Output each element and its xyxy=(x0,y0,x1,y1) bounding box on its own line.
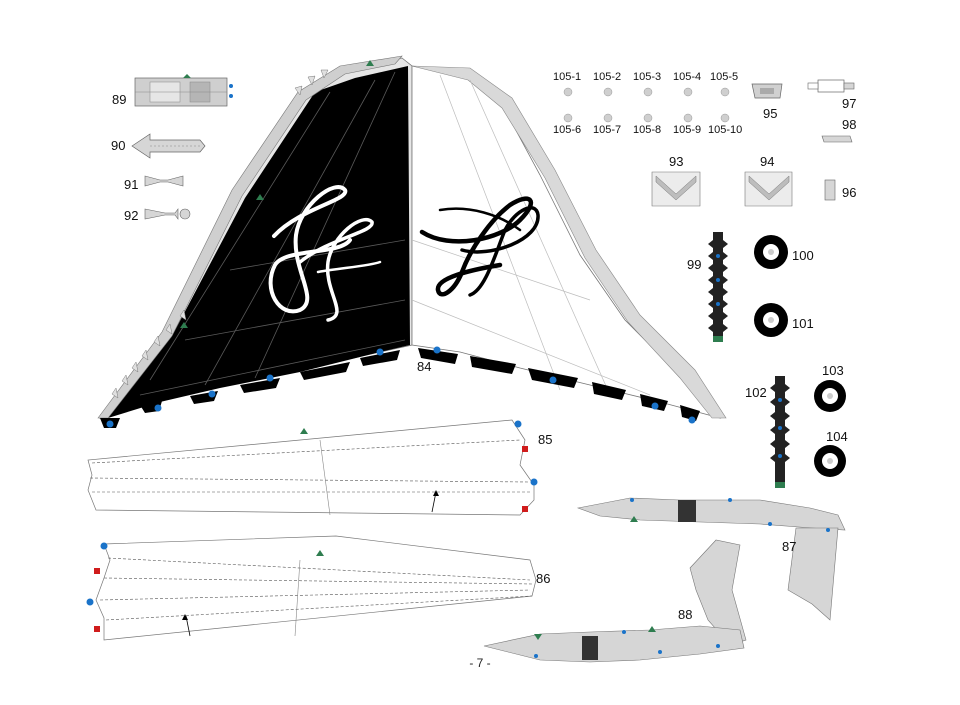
part-85 xyxy=(87,419,538,516)
tail-right-edge xyxy=(411,65,727,419)
label-part-105-1: 105-1 xyxy=(553,71,582,83)
label-part-87: 87 xyxy=(782,539,797,554)
label-part-105-4: 105-4 xyxy=(673,71,702,83)
label-part-88: 88 xyxy=(678,607,693,622)
label-part-99: 99 xyxy=(687,257,702,272)
tail-left-black xyxy=(108,66,410,418)
part-105-disks xyxy=(563,87,730,123)
label-part-95: 95 xyxy=(763,106,778,121)
part-97 xyxy=(807,79,855,93)
label-part-105-7: 105-7 xyxy=(593,124,622,136)
wheel-icon xyxy=(814,380,846,412)
part-95 xyxy=(751,83,783,99)
part-86 xyxy=(86,535,537,641)
part-88 xyxy=(483,539,747,663)
part-87 xyxy=(576,497,846,621)
label-part-105-2: 105-2 xyxy=(593,71,622,83)
label-part-89: 89 xyxy=(112,92,127,107)
label-part-105-10: 105-10 xyxy=(708,124,743,136)
part-91 xyxy=(144,175,184,187)
label-part-85: 85 xyxy=(538,432,553,447)
label-part-93: 93 xyxy=(669,154,684,169)
label-part-86: 86 xyxy=(536,571,551,586)
label-part-102: 102 xyxy=(745,385,767,400)
gear-icon xyxy=(708,232,728,342)
label-part-98: 98 xyxy=(842,117,857,132)
label-part-91: 91 xyxy=(124,177,139,192)
part-96 xyxy=(824,179,836,201)
part-94 xyxy=(744,171,793,207)
label-part-97: 97 xyxy=(842,96,857,111)
wheel-icon xyxy=(754,303,788,337)
part-90 xyxy=(131,133,206,159)
label-part-94: 94 xyxy=(760,154,775,169)
label-part-84: 84 xyxy=(417,359,432,374)
part-93 xyxy=(651,171,701,207)
wheel-icon xyxy=(754,235,788,269)
wheel-icon xyxy=(814,445,846,477)
part-89 xyxy=(134,74,233,107)
label-part-96: 96 xyxy=(842,185,857,200)
gear-icon xyxy=(770,376,790,488)
label-part-105-6: 105-6 xyxy=(553,124,582,136)
page-number: - 7 - xyxy=(469,656,491,670)
glue-tabs-left xyxy=(111,69,329,399)
label-part-104: 104 xyxy=(826,429,848,444)
label-part-92: 92 xyxy=(124,208,139,223)
part-84-tail xyxy=(97,55,727,428)
label-part-103: 103 xyxy=(822,363,844,378)
script-logo-icon xyxy=(419,196,540,297)
label-part-105-9: 105-9 xyxy=(673,124,702,136)
label-part-100: 100 xyxy=(792,248,814,263)
tail-left-edge xyxy=(97,55,403,419)
label-part-101: 101 xyxy=(792,316,814,331)
part-92 xyxy=(144,208,191,220)
part-98 xyxy=(821,135,853,143)
label-part-105-5: 105-5 xyxy=(710,71,739,83)
script-logo-icon xyxy=(268,185,382,322)
label-part-105-8: 105-8 xyxy=(633,124,662,136)
label-part-90: 90 xyxy=(111,138,126,153)
label-part-105-3: 105-3 xyxy=(633,71,662,83)
